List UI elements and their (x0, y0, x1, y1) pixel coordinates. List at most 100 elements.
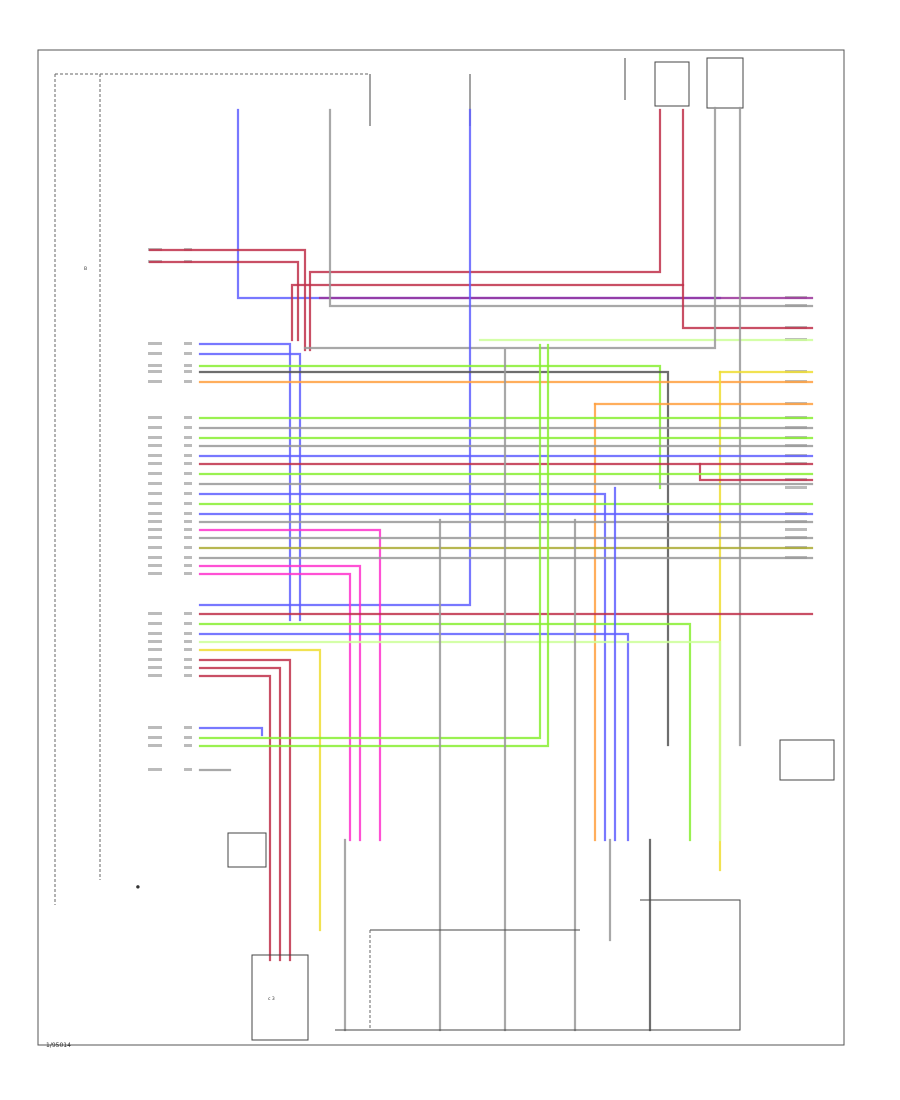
wire-darkgray (198, 370, 670, 747)
wire-red (198, 462, 814, 482)
pin-number-left (184, 736, 192, 739)
wire-red (148, 260, 300, 342)
pin-label-left (148, 454, 162, 457)
wire-red (198, 674, 272, 962)
svg-text:B: B (84, 266, 87, 272)
pin-number-left (184, 622, 192, 625)
wire-magenta (198, 572, 352, 842)
pin-number-left (184, 342, 192, 345)
pin-number-left (184, 426, 192, 429)
pin-number-left (184, 632, 192, 635)
pin-label-left (148, 536, 162, 539)
pin-label-left (148, 736, 162, 739)
pin-number-left (184, 674, 192, 677)
wire-red (308, 108, 662, 352)
pin-label-left (148, 512, 162, 515)
pin-number-left (184, 528, 192, 531)
pin-label-left (148, 352, 162, 355)
pin-label-left (148, 520, 162, 523)
pin-number-left (184, 472, 192, 475)
pin-number-left (184, 364, 192, 367)
wire-harness (148, 106, 814, 1032)
svg-text:●: ● (136, 885, 140, 890)
pin-label-left (148, 492, 162, 495)
pin-label-left (148, 370, 162, 373)
wire-green (198, 343, 550, 748)
pin-label-left (148, 640, 162, 643)
pin-number-left (184, 564, 192, 567)
svg-text:c 3: c 3 (268, 996, 275, 1002)
pin-label-left (148, 546, 162, 549)
pin-number-left (184, 536, 192, 539)
wire-blue (198, 352, 302, 622)
wire-blue (198, 342, 292, 622)
pin-number-left (184, 462, 192, 465)
wire-lightgreen (198, 640, 722, 842)
pin-number-left (184, 502, 192, 505)
switch-module-bottom (335, 899, 741, 1031)
wire-yellow (198, 648, 322, 932)
pin-label-left (148, 768, 162, 771)
pin-number-left (184, 370, 192, 373)
pin-label-left (148, 502, 162, 505)
pin-number-left (184, 768, 192, 771)
pin-label-left (148, 364, 162, 367)
pin-label-left (148, 726, 162, 729)
wire-red (290, 108, 685, 342)
left-side-markers: B ● (84, 266, 140, 890)
pin-label-left (148, 612, 162, 615)
pin-label-left (148, 380, 162, 383)
wire-blue (198, 632, 630, 842)
pin-label-left (148, 416, 162, 419)
pin-number-left (184, 454, 192, 457)
pin-number-left (184, 658, 192, 661)
pin-label-right (785, 528, 807, 531)
pin-number-left (184, 444, 192, 447)
pin-number-left (184, 726, 192, 729)
right-bottom-connector (779, 739, 835, 781)
pin-label-left (148, 556, 162, 559)
wire-gray (328, 108, 814, 308)
pin-label-left (148, 658, 162, 661)
pin-label-left (148, 472, 162, 475)
wire-red (198, 666, 282, 962)
wire-gray (303, 106, 717, 350)
pin-number-left (184, 648, 192, 651)
ignition-relay-component: c 3 (227, 832, 309, 1041)
pin-label-left (148, 648, 162, 651)
wire-red (681, 283, 814, 330)
pin-label-left (148, 426, 162, 429)
pin-number-left (184, 352, 192, 355)
pin-label-left (148, 632, 162, 635)
wire-blue (198, 726, 264, 737)
pin-number-left (184, 640, 192, 643)
pin-label-right (785, 486, 807, 489)
pin-label-left (148, 572, 162, 575)
pin-number-left (184, 416, 192, 419)
pin-label-left (148, 436, 162, 439)
pin-label-left (148, 528, 162, 531)
relay-box-top-right (654, 57, 744, 109)
pin-label-left (148, 622, 162, 625)
pin-number-left (184, 492, 192, 495)
pin-number-left (184, 556, 192, 559)
pin-label-left (148, 444, 162, 447)
pin-number-left (184, 512, 192, 515)
pin-number-left (184, 546, 192, 549)
pin-label-left (148, 666, 162, 669)
pin-label-left (148, 462, 162, 465)
wire-blue (198, 492, 607, 842)
pin-label-left (148, 342, 162, 345)
pin-number-left (184, 436, 192, 439)
pin-label-left (148, 564, 162, 567)
wire-green (198, 364, 662, 490)
wire-green (198, 622, 692, 842)
wire-green (198, 343, 542, 740)
wire-magenta (198, 528, 382, 842)
wire-magenta (198, 564, 362, 842)
pin-number-left (184, 572, 192, 575)
pin-label-left (148, 744, 162, 747)
pin-number-left (184, 666, 192, 669)
wire-red (148, 248, 307, 352)
